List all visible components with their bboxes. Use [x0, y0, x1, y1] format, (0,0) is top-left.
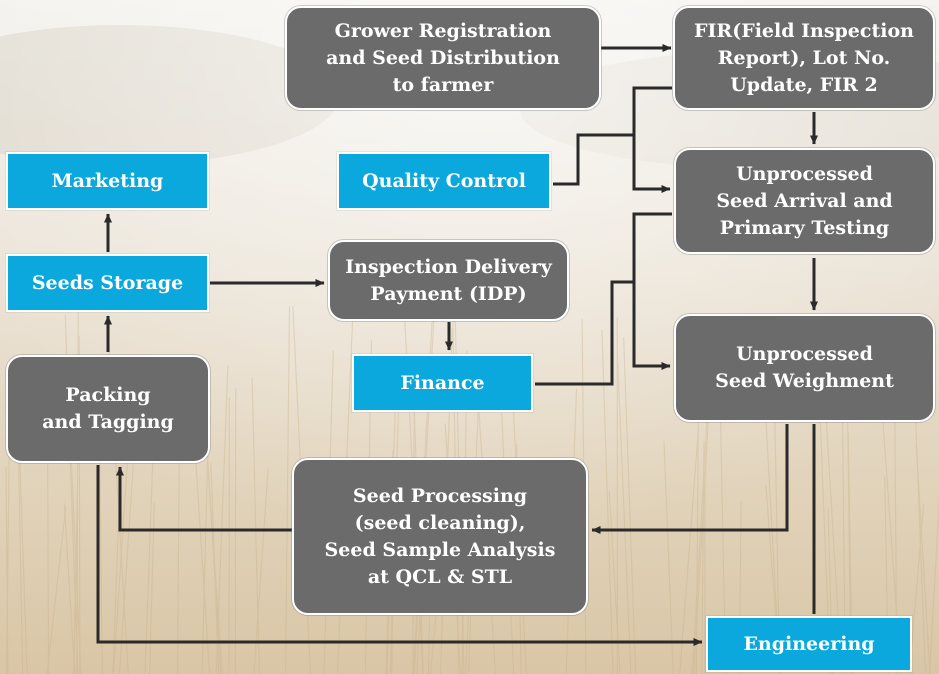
- node-quality-control: Quality Control: [337, 152, 551, 210]
- node-engineering: Engineering: [706, 616, 912, 672]
- node-grower-registration: Grower Registration and Seed Distributio…: [285, 6, 601, 110]
- connector-unprocessed-weighment-to-seed-processing: [591, 424, 789, 534]
- node-marketing: Marketing: [6, 152, 209, 210]
- connector-quality-control-to-unprocessed-arrival: [632, 135, 671, 193]
- node-seeds-storage: Seeds Storage: [6, 254, 209, 312]
- node-unprocessed-seed-weighment: Unprocessed Seed Weighment: [674, 314, 935, 422]
- connector-finance-to-unprocessed-weighment: [632, 282, 671, 370]
- connector-finance-to-unprocessed-arrival: [535, 212, 672, 386]
- node-fir-field-inspection-report: FIR(Field Inspection Report), Lot No. Up…: [673, 6, 935, 110]
- node-inspection-delivery-payment: Inspection Delivery Payment (IDP): [328, 240, 569, 321]
- node-unprocessed-seed-arrival: Unprocessed Seed Arrival and Primary Tes…: [674, 148, 935, 254]
- connector-quality-control-to-fir: [553, 86, 672, 186]
- node-finance: Finance: [352, 354, 533, 412]
- node-seed-processing: Seed Processing (seed cleaning), Seed Sa…: [292, 458, 588, 615]
- node-packing-and-tagging: Packing and Tagging: [6, 355, 210, 463]
- connector-packing-tagging-to-engineering: [96, 465, 703, 646]
- connector-seed-processing-to-packing-tagging: [116, 466, 294, 532]
